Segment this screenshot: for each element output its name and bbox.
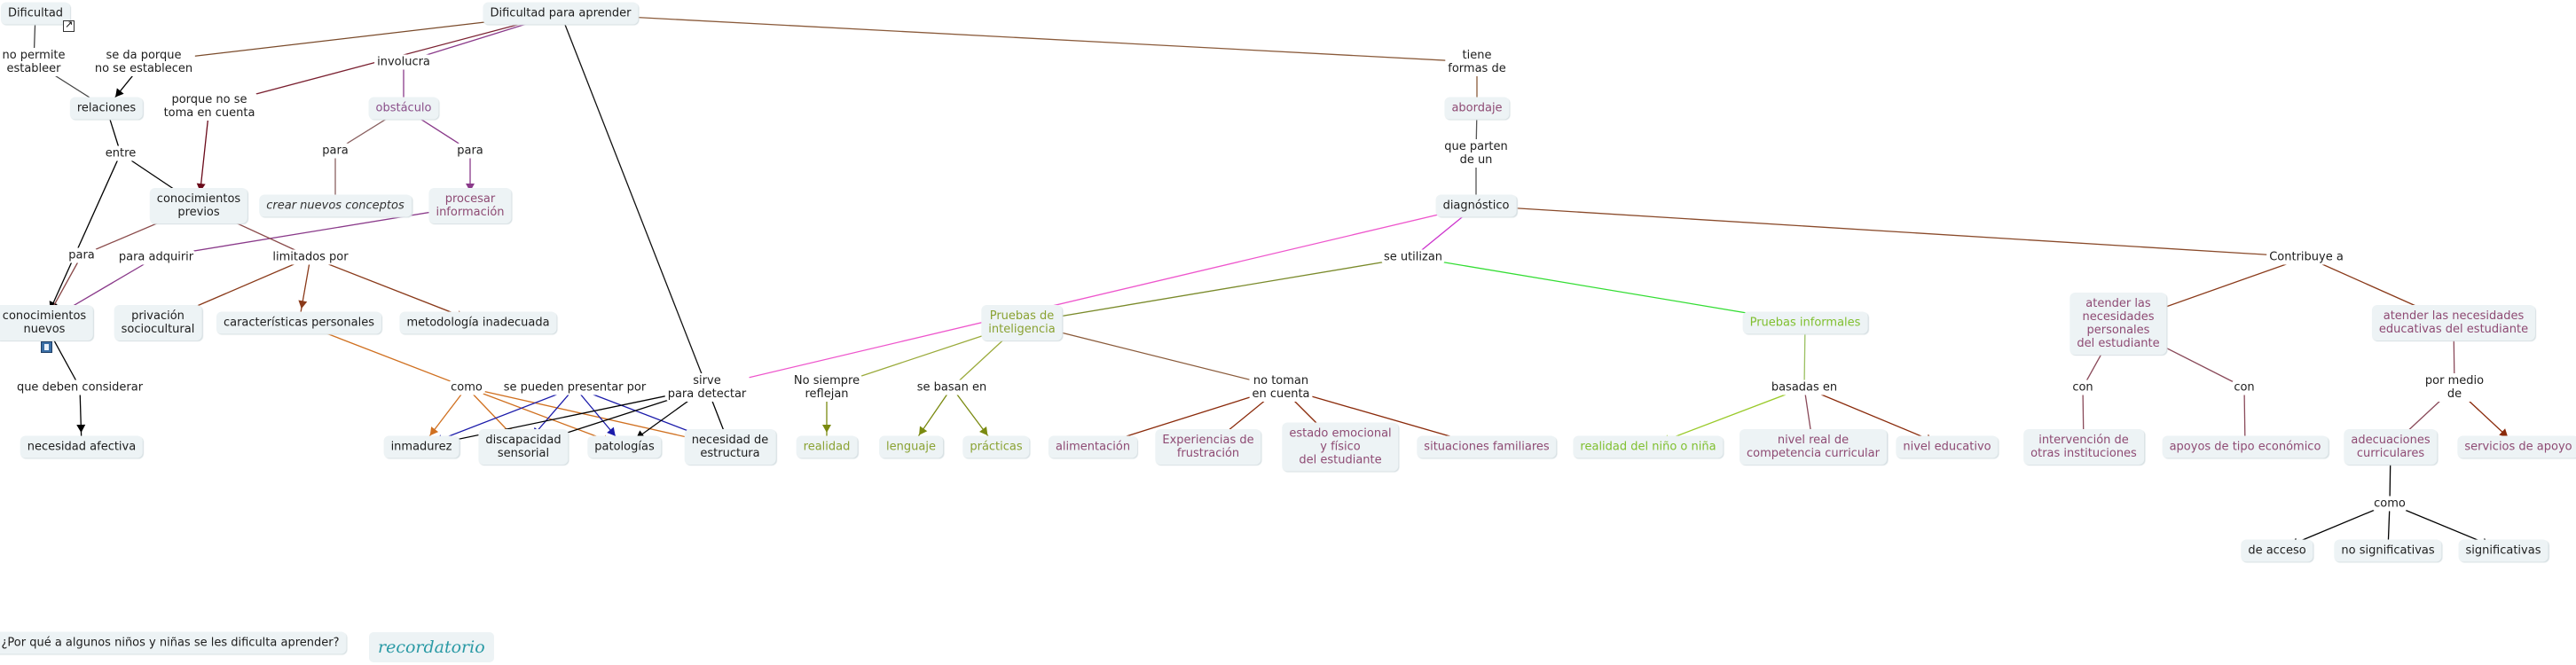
concept-dificultad[interactable]: Dificultad [0, 2, 71, 25]
concept-realidad-nino[interactable]: realidad del niño o niña [1573, 435, 1724, 458]
concept-atender-personales[interactable]: atender las necesidades personales del e… [2069, 293, 2167, 355]
linking-phrase-no-siempre[interactable]: No siempre reflejan [790, 373, 863, 402]
link-line [560, 12, 1478, 63]
linking-phrase-involucra[interactable]: involucra [374, 54, 433, 70]
concept-nivel-educativo[interactable]: nivel educativo [1896, 435, 1999, 458]
concept-realidad[interactable]: realidad [796, 435, 858, 458]
arrowhead [298, 300, 308, 309]
concept-adecuaciones[interactable]: adecuaciones curriculares [2344, 429, 2438, 465]
concept-lenguaje[interactable]: lenguaje [879, 435, 943, 458]
concept-estado-emocional[interactable]: estado emocional y físico del estudiante [1282, 422, 1399, 472]
linking-phrase-para-3[interactable]: para [66, 247, 98, 263]
concept-metodologia[interactable]: metodología inadecuada [399, 311, 557, 334]
arrowhead [76, 424, 86, 434]
concept-de-acceso[interactable]: de acceso [2241, 539, 2313, 562]
linking-phrase-para-2[interactable]: para [454, 143, 486, 159]
linking-phrase-con-1[interactable]: con [2069, 379, 2096, 395]
link-procesar-to-para_adquirir [155, 205, 471, 258]
link-line [1021, 256, 1414, 324]
linking-phrase-basadas-en[interactable]: basadas en [1768, 379, 1841, 395]
link-line [43, 153, 122, 324]
linking-phrase-por-medio[interactable]: por medio de [2422, 373, 2487, 402]
link-line [420, 387, 708, 448]
link-line [1021, 322, 1282, 388]
linking-phrase-sirve[interactable]: sirve para detectar [664, 373, 750, 402]
concept-conocimientos-nuevos[interactable]: conocimientos nuevos [0, 305, 94, 340]
arrowhead [2499, 428, 2509, 438]
concept-procesar[interactable]: procesar información [428, 188, 512, 223]
recordatorio-button[interactable]: recordatorio [369, 632, 494, 662]
linking-phrase-como-2[interactable]: como [2371, 496, 2408, 512]
concept-relaciones[interactable]: relaciones [69, 97, 144, 120]
linking-phrase-entre[interactable]: entre [102, 145, 139, 161]
link-line [1412, 256, 1806, 324]
arrowhead [429, 426, 439, 436]
link-line [706, 205, 1477, 388]
concept-diagnostico[interactable]: diagnóstico [1435, 194, 1517, 217]
linking-phrase-se-da-porque[interactable]: se da porque no se establecen [91, 48, 196, 76]
link-line [560, 12, 708, 388]
concept-discapacidad[interactable]: discapacidad sensorial [478, 429, 569, 465]
concept-significativas[interactable]: significativas [2458, 539, 2549, 562]
concept-pruebas-informales[interactable]: Pruebas informales [1742, 311, 1868, 334]
arrowhead [115, 88, 124, 98]
external-link-icon[interactable] [63, 19, 75, 32]
linking-phrase-no-permite[interactable]: no permite estableer [0, 48, 68, 76]
linking-phrase-se-pueden[interactable]: se pueden presentar por [500, 379, 649, 395]
linking-phrase-porque-no-se[interactable]: porque no se toma en cuenta [161, 92, 258, 121]
arrowhead [607, 426, 616, 436]
concept-caracteristicas[interactable]: características personales [216, 311, 382, 334]
link-line [1475, 205, 2307, 258]
link-pruebas_inteligencia-to-no_toman [1021, 322, 1282, 388]
linking-phrase-para-adquirir[interactable]: para adquirir [115, 249, 197, 265]
concept-pregunta[interactable]: ¿Por qué a algunos niños y niñas se les … [0, 631, 347, 654]
link-line [155, 205, 471, 258]
document-icon[interactable] [41, 341, 52, 353]
linking-phrase-se-basan[interactable]: se basan en [914, 379, 990, 395]
arrowhead [196, 183, 206, 192]
linking-phrase-que-deben[interactable]: que deben considerar [13, 379, 146, 395]
concept-no-significativas[interactable]: no significativas [2334, 539, 2442, 562]
linking-phrase-como-1[interactable]: como [448, 379, 485, 395]
link-entre-to-conocimientos_nuevos [43, 153, 122, 324]
concept-necesidad-estructura[interactable]: necesidad de estructura [684, 429, 776, 465]
linking-phrase-para-1[interactable]: para [319, 143, 351, 159]
link-dificultad_aprender-to-tiene_formas [560, 12, 1478, 63]
concept-nivel-real[interactable]: nivel real de competencia curricular [1740, 429, 1887, 465]
arrowhead [466, 184, 475, 192]
concept-pruebas-inteligencia[interactable]: Pruebas de inteligencia [981, 305, 1063, 340]
link-diagnostico-to-sirve [706, 205, 1477, 388]
linking-phrase-con-2[interactable]: con [2231, 379, 2258, 395]
concept-practicas[interactable]: prácticas [962, 435, 1030, 458]
linking-phrase-contribuye[interactable]: Contribuye a [2266, 249, 2346, 265]
linking-phrase-tiene-formas[interactable]: tiene formas de [1445, 48, 1509, 76]
concept-inmadurez[interactable]: inmadurez [383, 435, 459, 458]
concept-alimentacion[interactable]: alimentación [1048, 435, 1138, 458]
concept-atender-educativas[interactable]: atender las necesidades educativas del e… [2371, 305, 2536, 340]
concept-necesidad-afectiva[interactable]: necesidad afectiva [20, 435, 144, 458]
concept-obstaculo[interactable]: obstáculo [368, 97, 439, 120]
concept-privacion[interactable]: privación sociocultural [114, 305, 202, 340]
concept-conocimientos-previos[interactable]: conocimientos previos [149, 188, 248, 223]
concept-experiencias[interactable]: Experiencias de frustración [1155, 429, 1261, 465]
concept-apoyos[interactable]: apoyos de tipo económico [2162, 435, 2329, 458]
linking-phrase-que-parten[interactable]: que parten de un [1441, 139, 1511, 168]
concept-intervencion[interactable]: intervención de otras instituciones [2023, 429, 2144, 465]
concept-patologias[interactable]: patologías [587, 435, 662, 458]
link-diagnostico-to-contribuye [1475, 205, 2307, 258]
arrowhead [919, 426, 928, 435]
linking-phrase-limitados-por[interactable]: limitados por [270, 249, 351, 265]
concept-abordaje[interactable]: abordaje [1444, 97, 1510, 120]
arrowhead [822, 425, 831, 433]
arrowhead [979, 426, 988, 436]
concept-dificultad-aprender[interactable]: Dificultad para aprender [483, 2, 639, 25]
link-dificultad_aprender-to-sirve [560, 12, 708, 388]
linking-phrase-no-toman[interactable]: no toman en cuenta [1249, 373, 1313, 402]
concept-situaciones[interactable]: situaciones familiares [1417, 435, 1557, 458]
linking-phrase-se-utilizan[interactable]: se utilizan [1380, 249, 1446, 265]
concept-crear-conceptos[interactable]: crear nuevos conceptos [259, 194, 412, 217]
concept-servicios[interactable]: servicios de apoyo [2457, 435, 2576, 458]
